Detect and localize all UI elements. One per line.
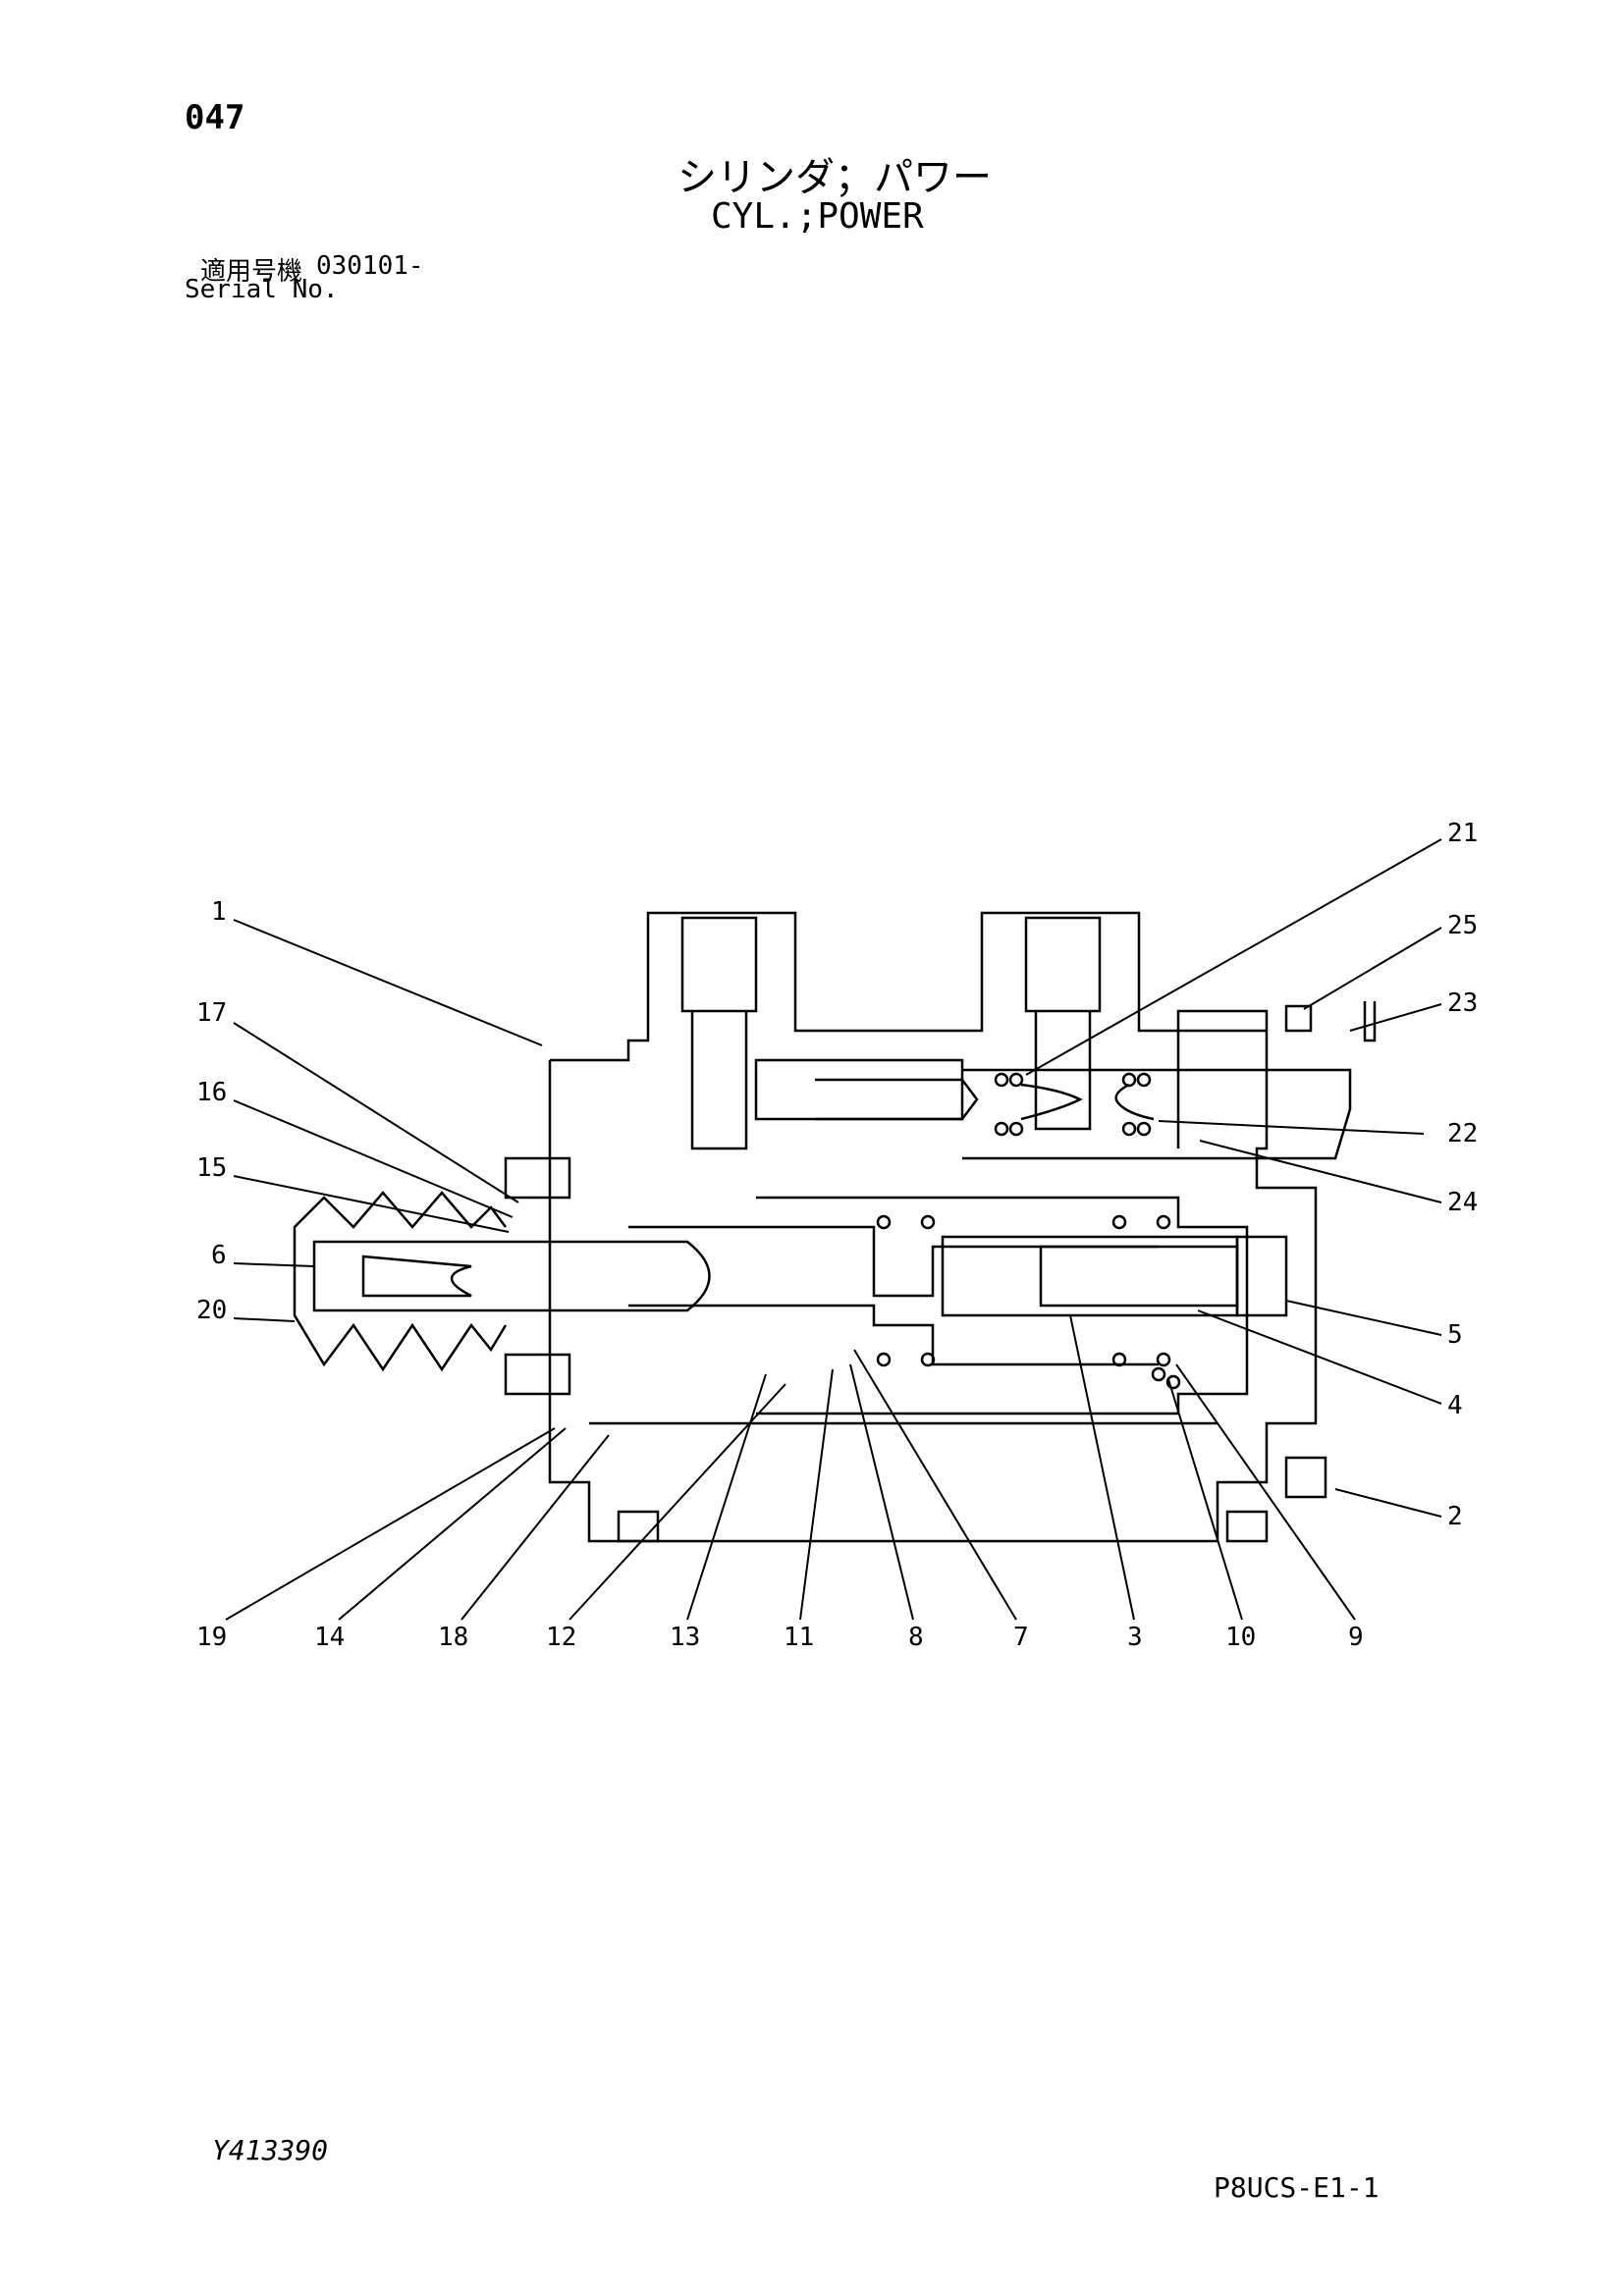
callout-label-24: 24 [1447, 1188, 1478, 1217]
cylinder-body-drawing [293, 911, 1377, 1543]
callout-label-21: 21 [1447, 819, 1478, 848]
callout-label-12: 12 [546, 1623, 576, 1652]
leader-lines [225, 838, 1442, 1621]
drawing-number: Y413390 [212, 2134, 329, 2166]
callout-label-22: 22 [1447, 1119, 1478, 1148]
callout-label-6: 6 [211, 1241, 227, 1270]
callout-label-14: 14 [314, 1623, 345, 1652]
callout-label-5: 5 [1447, 1320, 1463, 1350]
callout-label-8: 8 [908, 1623, 924, 1652]
callout-label-20: 20 [196, 1296, 227, 1325]
title-japanese: シリンダ；パワー [677, 155, 992, 200]
callout-label-23: 23 [1447, 988, 1478, 1018]
callout-label-3: 3 [1127, 1623, 1143, 1652]
serial-number-value: 030101- [316, 251, 424, 281]
callout-label-10: 10 [1225, 1623, 1256, 1652]
callout-label-4: 4 [1447, 1391, 1463, 1420]
callout-label-2: 2 [1447, 1502, 1463, 1531]
serial-label-japanese: 適用号機 [200, 257, 303, 287]
callout-label-17: 17 [196, 998, 227, 1028]
callout-label-19: 19 [196, 1623, 227, 1652]
callout-label-16: 16 [196, 1078, 227, 1107]
callout-label-7: 7 [1013, 1623, 1029, 1652]
callout-label-13: 13 [670, 1623, 700, 1652]
sheet-code: P8UCS-E1-1 [1214, 2171, 1380, 2204]
serial-label-english: Serial No. [185, 275, 339, 304]
callout-label-18: 18 [438, 1623, 468, 1652]
part-callout-labels: 1 2 3 4 5 6 7 8 9 10 11 12 13 14 15 16 1… [196, 819, 1478, 1652]
spring-coils [876, 1072, 1181, 1390]
callout-label-25: 25 [1447, 911, 1478, 940]
callout-label-9: 9 [1348, 1623, 1364, 1652]
page-number: 047 [185, 98, 245, 137]
callout-label-11: 11 [784, 1623, 814, 1652]
title-english: CYL.;POWER [711, 196, 924, 237]
callout-label-1: 1 [211, 897, 227, 927]
callout-label-15: 15 [196, 1153, 227, 1183]
